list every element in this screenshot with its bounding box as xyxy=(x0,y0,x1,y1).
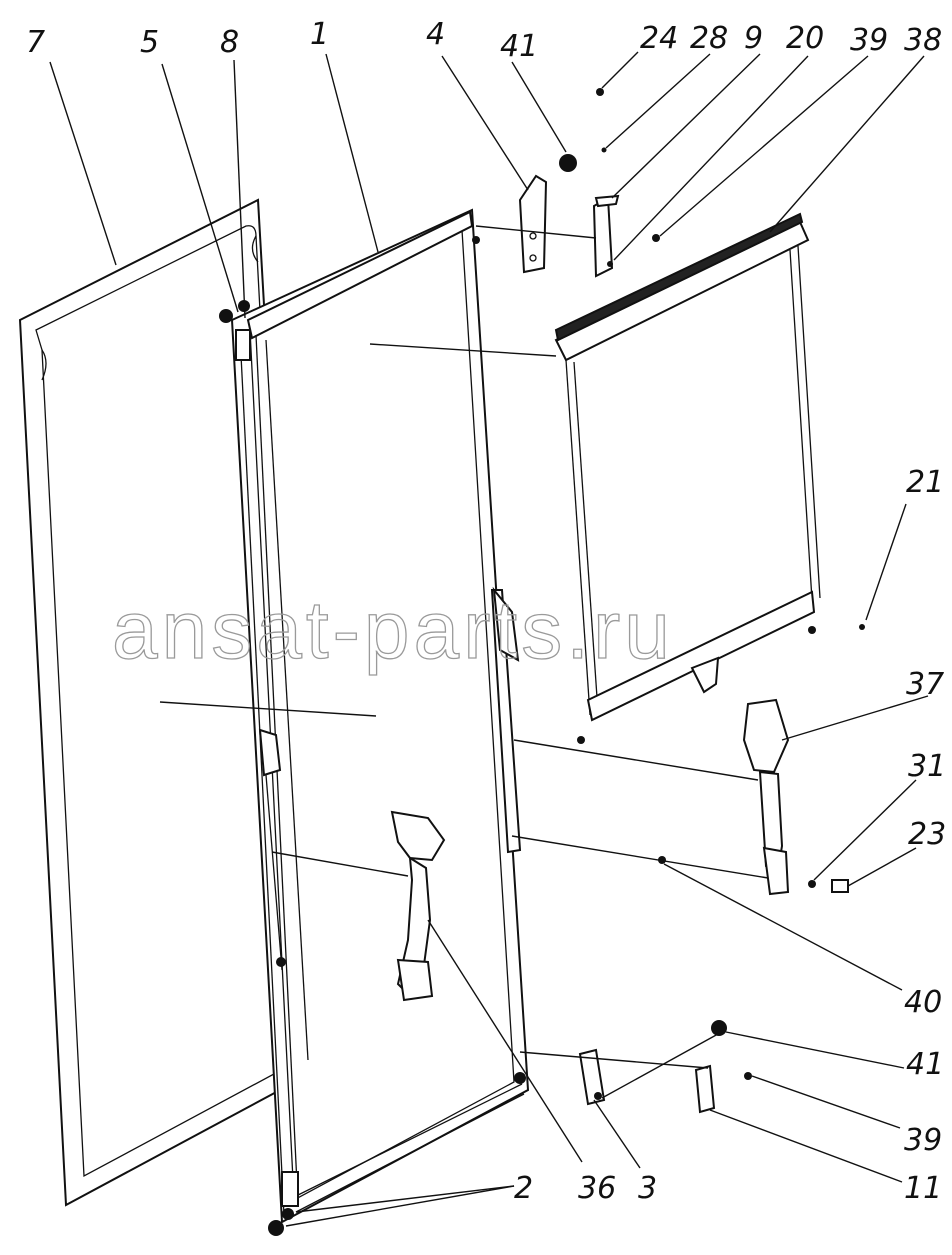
callout-39b: 39 xyxy=(904,1123,942,1158)
callout-20: 20 xyxy=(786,21,824,56)
callout-2: 2 xyxy=(514,1171,533,1206)
callout-5: 5 xyxy=(140,25,159,60)
roller-blind-part xyxy=(554,212,821,744)
callout-28: 28 xyxy=(690,21,728,56)
small-hinge-leaf-part xyxy=(592,88,660,278)
callout-3: 3 xyxy=(638,1171,657,1206)
callout-41: 41 xyxy=(500,29,538,64)
callout-21: 21 xyxy=(906,465,944,500)
callout-1: 1 xyxy=(310,17,329,52)
leader-lines xyxy=(49,51,929,1227)
lower-hinge-parts xyxy=(578,1020,752,1114)
door-frame-part xyxy=(219,208,530,1236)
callout-31: 31 xyxy=(908,749,946,784)
callout-9: 9 xyxy=(744,21,763,56)
upper-hinge-bracket-part xyxy=(518,154,577,274)
callout-7: 7 xyxy=(26,25,45,60)
callout-24: 24 xyxy=(640,21,678,56)
interior-handle-part xyxy=(390,810,446,1002)
callout-37: 37 xyxy=(906,667,944,702)
callout-39: 39 xyxy=(850,23,888,58)
callout-40: 40 xyxy=(904,985,942,1020)
callout-38: 38 xyxy=(904,23,942,58)
exterior-handle-part xyxy=(658,624,865,896)
callout-labels: 7 5 8 1 4 41 24 28 9 20 39 38 21 37 31 2… xyxy=(26,17,946,1206)
callout-36: 36 xyxy=(578,1171,616,1206)
callout-41b: 41 xyxy=(906,1047,944,1082)
callout-11: 11 xyxy=(904,1171,942,1206)
callout-4: 4 xyxy=(426,17,445,52)
callout-23: 23 xyxy=(908,817,946,852)
watermark-text: ansat-parts.ru xyxy=(112,585,674,676)
callout-8: 8 xyxy=(220,25,239,60)
